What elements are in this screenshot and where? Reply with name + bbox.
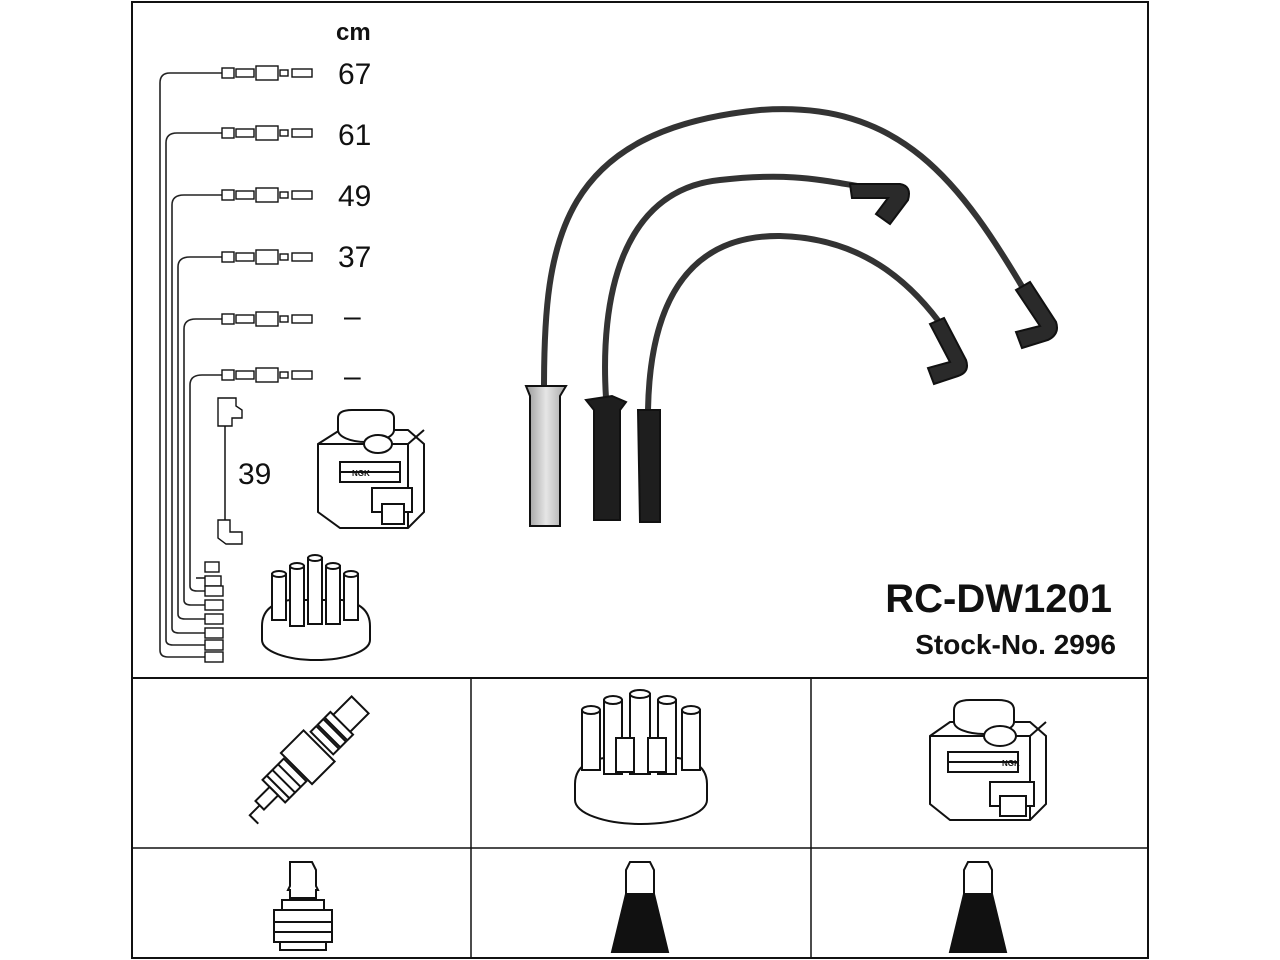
ignition-coil-small bbox=[317, 409, 425, 529]
wire-length-2: 61 bbox=[338, 119, 371, 152]
boot-grey bbox=[524, 385, 568, 527]
wire-long bbox=[541, 106, 1033, 391]
part-number: RC-DW1201 bbox=[885, 577, 1112, 621]
wire-short bbox=[645, 232, 948, 413]
boot-angled-3 bbox=[926, 316, 968, 386]
ignition-coil-icon bbox=[929, 699, 1047, 821]
unit-label: cm bbox=[336, 19, 371, 46]
distributor-cap-icon bbox=[574, 689, 708, 825]
boot-black-2 bbox=[636, 409, 661, 523]
coil-wire-length: 39 bbox=[238, 458, 271, 491]
straight-boots bbox=[524, 385, 661, 527]
wire-length-4: 37 bbox=[338, 241, 371, 274]
coil-badge-small: NGK bbox=[352, 469, 370, 478]
coil-badge: NGK bbox=[1002, 759, 1020, 768]
wire-connectors bbox=[204, 65, 313, 663]
wire-length-3: 49 bbox=[338, 180, 371, 213]
stock-number: Stock-No. 2996 bbox=[915, 629, 1116, 660]
terminal-plug-profile bbox=[273, 861, 333, 951]
length-schematic bbox=[159, 72, 226, 658]
boot-angled-1 bbox=[848, 183, 910, 226]
boot-black-1 bbox=[584, 394, 628, 521]
wire-length-1: 67 bbox=[338, 58, 371, 91]
spark-plug-icon bbox=[248, 694, 371, 825]
wire-length-6: – bbox=[344, 360, 361, 393]
ignition-wire-set bbox=[541, 106, 1033, 413]
boot-angled-2 bbox=[1014, 280, 1058, 350]
terminal-coil-profile bbox=[948, 861, 1008, 953]
wire-length-5: – bbox=[344, 300, 361, 333]
outer-frame bbox=[131, 1, 1149, 959]
distributor-cap-small bbox=[261, 554, 371, 661]
plug-boots bbox=[848, 183, 1058, 386]
wire-medium bbox=[602, 173, 873, 401]
terminal-distributor-profile bbox=[610, 861, 670, 953]
